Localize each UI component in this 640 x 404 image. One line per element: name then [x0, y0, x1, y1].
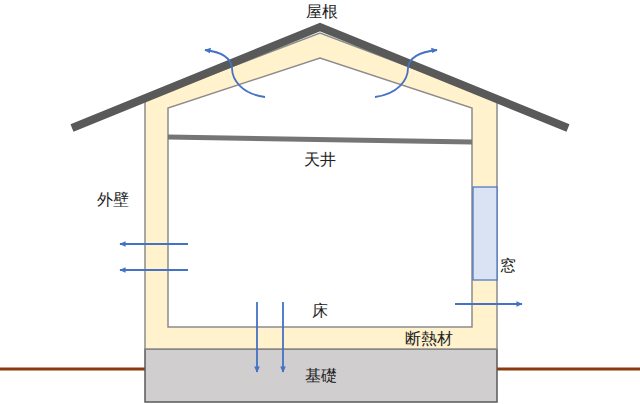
insulation-label: 断熱材	[405, 329, 453, 348]
roof-label: 屋根	[306, 2, 338, 21]
label-holder: 屋根	[306, 2, 338, 21]
label-holder: 天井	[304, 150, 336, 169]
wall-label: 外壁	[97, 190, 129, 209]
floor-label: 床	[312, 301, 328, 320]
node-text: 基礎	[305, 366, 337, 385]
foundation-block	[145, 349, 497, 402]
heat-arrow	[205, 50, 265, 97]
heat-arrow	[282, 302, 284, 372]
window-pane	[473, 187, 497, 280]
heat-arrow	[120, 243, 188, 245]
label-holder: 外壁	[97, 190, 129, 209]
ceiling-line	[168, 137, 472, 142]
heat-arrow	[375, 50, 437, 97]
label-holder: 窓	[500, 256, 516, 275]
heat-arrow	[256, 302, 258, 372]
roof-line	[72, 27, 568, 128]
foundation-box: 基礎	[145, 349, 497, 402]
window-label: 窓	[500, 256, 516, 275]
heat-arrow	[120, 269, 188, 271]
ground-line	[0, 368, 146, 371]
ceiling-label: 天井	[304, 150, 336, 169]
ground-line	[496, 368, 640, 371]
label-holder: 床	[312, 301, 328, 320]
label-holder: 断熱材	[405, 329, 453, 348]
heat-arrow	[455, 303, 522, 305]
